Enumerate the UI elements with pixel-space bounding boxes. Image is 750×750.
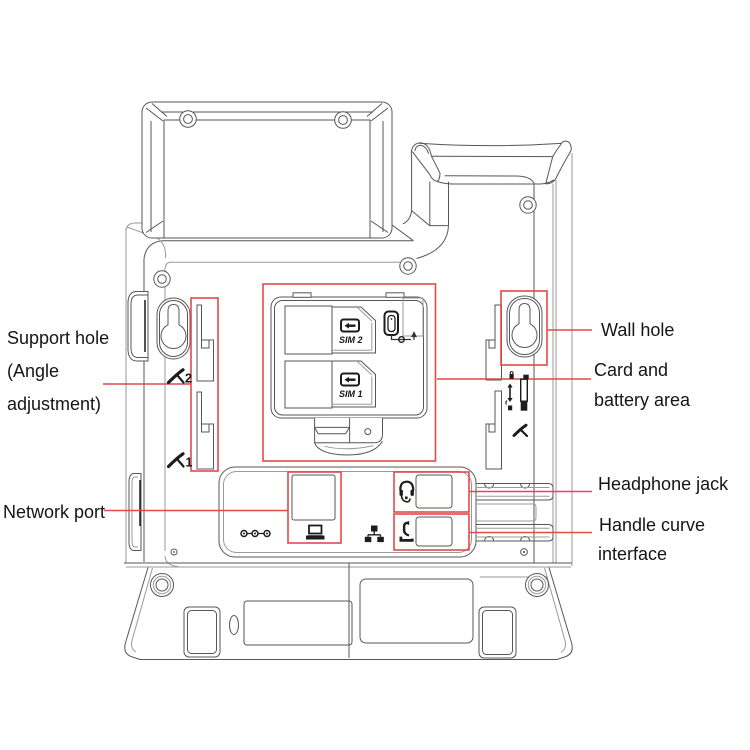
svg-text:Headphone jack: Headphone jack	[598, 474, 729, 494]
svg-text:(Angle: (Angle	[7, 361, 59, 381]
svg-text:2: 2	[185, 372, 192, 386]
svg-text:Support hole: Support hole	[7, 328, 109, 348]
svg-text:adjustment): adjustment)	[7, 394, 101, 414]
svg-text:SIM 1: SIM 1	[339, 389, 363, 399]
svg-text:battery area: battery area	[594, 390, 691, 410]
svg-text:interface: interface	[598, 544, 667, 564]
svg-text:Wall hole: Wall hole	[601, 320, 674, 340]
svg-text:SIM 2: SIM 2	[339, 335, 363, 345]
svg-text:Card and: Card and	[594, 360, 668, 380]
svg-text:Network port: Network port	[3, 502, 105, 522]
svg-text:Handle curve: Handle curve	[599, 515, 705, 535]
svg-text:1: 1	[186, 456, 193, 470]
